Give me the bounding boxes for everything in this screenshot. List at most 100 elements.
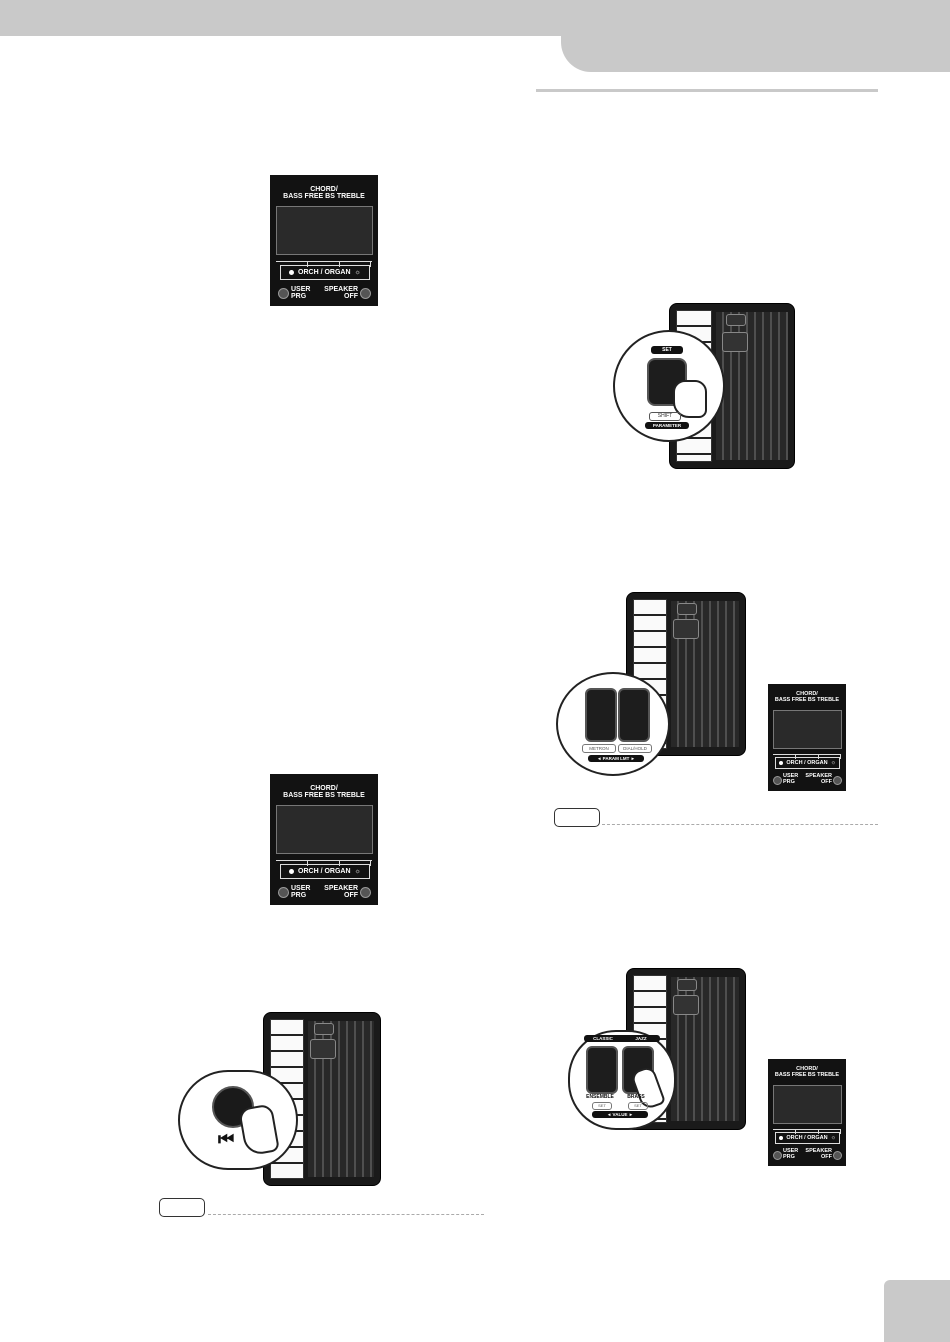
indicator-dot-icon: [289, 869, 295, 874]
speaker-off-label: SPEAKER OFF: [805, 1148, 832, 1160]
user-label-line1: USER: [783, 1148, 799, 1154]
panel-tick: [818, 754, 819, 759]
speaker-label-line2: OFF: [344, 293, 358, 300]
speaker-label-line2: OFF: [344, 892, 358, 899]
user-label-line1: USER: [291, 885, 311, 892]
user-label-line2: PRG: [783, 1153, 795, 1160]
display-window: [673, 995, 699, 1015]
speaker-off-button[interactable]: [360, 288, 371, 299]
accordion-illustration-rewind: [263, 1012, 381, 1186]
dial-hold-label: DIAL/HOLD: [618, 744, 652, 753]
note-marker-left: [159, 1198, 205, 1217]
jazz-label: JAZZ: [622, 1035, 660, 1042]
panel-ticks: [276, 860, 372, 866]
light-icon: ☼: [354, 868, 361, 875]
orch-organ-label: ORCH / ORGAN: [298, 868, 351, 875]
panel-screen: [276, 206, 373, 255]
panel-screen: [773, 710, 842, 749]
panel-header-line1: CHORD/: [796, 1066, 818, 1072]
zoom-lens-value: CLASSIC JAZZ ENSEMBLE BRASS SET SET ◄ VA…: [568, 1030, 676, 1130]
pointing-hand-icon: [238, 1103, 280, 1157]
metron-button[interactable]: [585, 688, 617, 742]
light-icon: ☼: [830, 760, 836, 766]
orch-organ-label: ORCH / ORGAN: [786, 760, 828, 766]
panel-tick: [795, 1129, 796, 1134]
speaker-label-line1: SPEAKER: [324, 885, 358, 892]
note-dotted-rule-right: [602, 824, 878, 825]
panel-tick: [307, 261, 308, 267]
pointing-hand-icon: [673, 380, 707, 418]
brass-label: BRASS: [627, 1094, 645, 1100]
panel-tick: [818, 1129, 819, 1134]
speaker-off-label: SPEAKER OFF: [324, 286, 358, 300]
panel-header-line1: CHORD/: [310, 785, 338, 792]
display-window: [673, 619, 699, 639]
user-prg-button[interactable]: [773, 776, 782, 785]
orch-organ-label: ORCH / ORGAN: [786, 1135, 828, 1141]
display-panel-2: CHORD/ BASS FREE BS TREBLE ORCH / ORGAN …: [270, 774, 378, 905]
orch-organ-indicator: ORCH / ORGAN ☼: [775, 757, 840, 769]
note-dotted-rule-left: [208, 1214, 484, 1215]
display-panel-1: CHORD/ BASS FREE BS TREBLE ORCH / ORGAN …: [270, 175, 378, 306]
user-prg-button[interactable]: [773, 1151, 782, 1160]
shift-label: SHIFT: [649, 412, 681, 421]
register-button: [677, 603, 697, 615]
panel-tick: [370, 860, 371, 866]
panel-screen: [276, 805, 373, 854]
ensemble-button[interactable]: [586, 1046, 618, 1094]
user-prg-button[interactable]: [278, 288, 289, 299]
set-sub-label-left: SET: [592, 1102, 612, 1110]
panel-header: CHORD/ BASS FREE BS TREBLE: [270, 186, 378, 201]
orch-organ-indicator: ORCH / ORGAN ☼: [280, 265, 370, 280]
note-marker-right: [554, 808, 600, 827]
speaker-off-button[interactable]: [833, 776, 842, 785]
panel-tick: [840, 754, 841, 759]
indicator-dot-icon: [779, 761, 784, 765]
indicator-dot-icon: [289, 270, 295, 275]
param-limit-label: ◄ PARAM LMT ►: [588, 755, 644, 762]
parameter-label: PARAMETER: [645, 422, 689, 429]
user-label-line2: PRG: [291, 892, 307, 899]
panel-tick: [307, 860, 308, 866]
panel-tick: [339, 860, 340, 866]
display-panel-3: CHORD/ BASS FREE BS TREBLE ORCH / ORGAN …: [768, 684, 846, 791]
panel-ticks: [773, 754, 841, 759]
panel-tick: [840, 1129, 841, 1134]
indicator-dot-icon: [779, 1136, 784, 1140]
metron-label: METRON: [582, 744, 616, 753]
speaker-label-line1: SPEAKER: [324, 286, 358, 293]
set-label: SET: [651, 346, 683, 354]
user-prg-label: USER PRG: [783, 773, 799, 785]
user-label-line1: USER: [291, 286, 311, 293]
zoom-lens-rewind: ⏮: [178, 1070, 298, 1170]
dial-hold-button[interactable]: [618, 688, 650, 742]
user-label-line2: PRG: [291, 293, 307, 300]
display-window: [310, 1039, 336, 1059]
set-sub-label-right: SET: [628, 1102, 648, 1110]
panel-tick: [339, 261, 340, 267]
panel-tick: [370, 261, 371, 267]
speaker-label-line1: SPEAKER: [805, 773, 832, 779]
user-label-line2: PRG: [783, 778, 795, 785]
orch-organ-indicator: ORCH / ORGAN ☼: [280, 864, 370, 879]
panel-header-line1: CHORD/: [310, 186, 338, 193]
speaker-off-button[interactable]: [360, 887, 371, 898]
panel-header-line2: BASS FREE BS TREBLE: [283, 193, 365, 201]
panel-header: CHORD/ BASS FREE BS TREBLE: [270, 785, 378, 800]
panel-header-line2: BASS FREE BS TREBLE: [283, 792, 365, 800]
register-button: [314, 1023, 334, 1035]
page-corner-tab: [884, 1280, 950, 1342]
light-icon: ☼: [354, 269, 361, 276]
speaker-off-button[interactable]: [833, 1151, 842, 1160]
user-label-line1: USER: [783, 773, 799, 779]
panel-header: CHORD/ BASS FREE BS TREBLE: [768, 691, 846, 704]
user-prg-button[interactable]: [278, 887, 289, 898]
user-prg-label: USER PRG: [291, 885, 310, 899]
register-button: [726, 314, 746, 326]
panel-tick: [795, 754, 796, 759]
orch-organ-indicator: ORCH / ORGAN ☼: [775, 1132, 840, 1144]
value-label: ◄ VALUE ►: [592, 1111, 648, 1118]
panel-screen: [773, 1085, 842, 1124]
user-prg-label: USER PRG: [783, 1148, 799, 1160]
orch-organ-label: ORCH / ORGAN: [298, 269, 351, 276]
